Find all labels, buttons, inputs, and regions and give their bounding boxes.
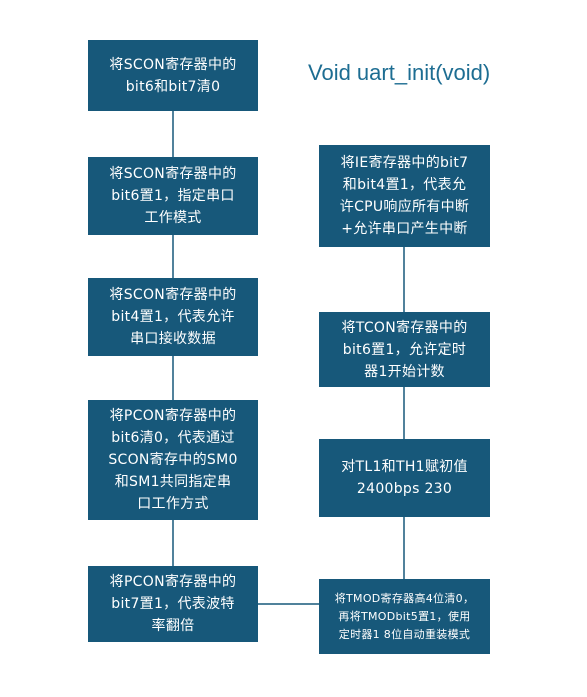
step-set-scon-bit4: 将SCON寄存器中的 bit4置1，代表允许 串口接收数据 <box>88 278 258 356</box>
diagram-title: Void uart_init(void) <box>308 60 491 85</box>
step-set-scon-bit6: 将SCON寄存器中的 bit6置1，指定串口 工作模式 <box>88 157 258 235</box>
step-set-tcon-bit6: 将TCON寄存器中的 bit6置1，允许定时 器1开始计数 <box>319 312 490 387</box>
step-set-ie-bit7-bit4: 将IE寄存器中的bit7 和bit4置1，代表允 许CPU响应所有中断 +允许串… <box>319 145 490 247</box>
step-clear-pcon-bit6: 将PCON寄存器中的 bit6清0，代表通过 SCON寄存中的SM0 和SM1共… <box>88 400 258 520</box>
step-config-tmod: 将TMOD寄存器高4位清0， 再将TMODbit5置1，使用 定时器1 8位自动… <box>319 579 490 654</box>
step-init-tl1-th1: 对TL1和TH1赋初值 2400bps 230 <box>319 439 490 517</box>
step-set-pcon-bit7: 将PCON寄存器中的 bit7置1，代表波特 率翻倍 <box>88 566 258 642</box>
step-clear-scon-bit6-bit7: 将SCON寄存器中的 bit6和bit7清0 <box>88 40 258 111</box>
